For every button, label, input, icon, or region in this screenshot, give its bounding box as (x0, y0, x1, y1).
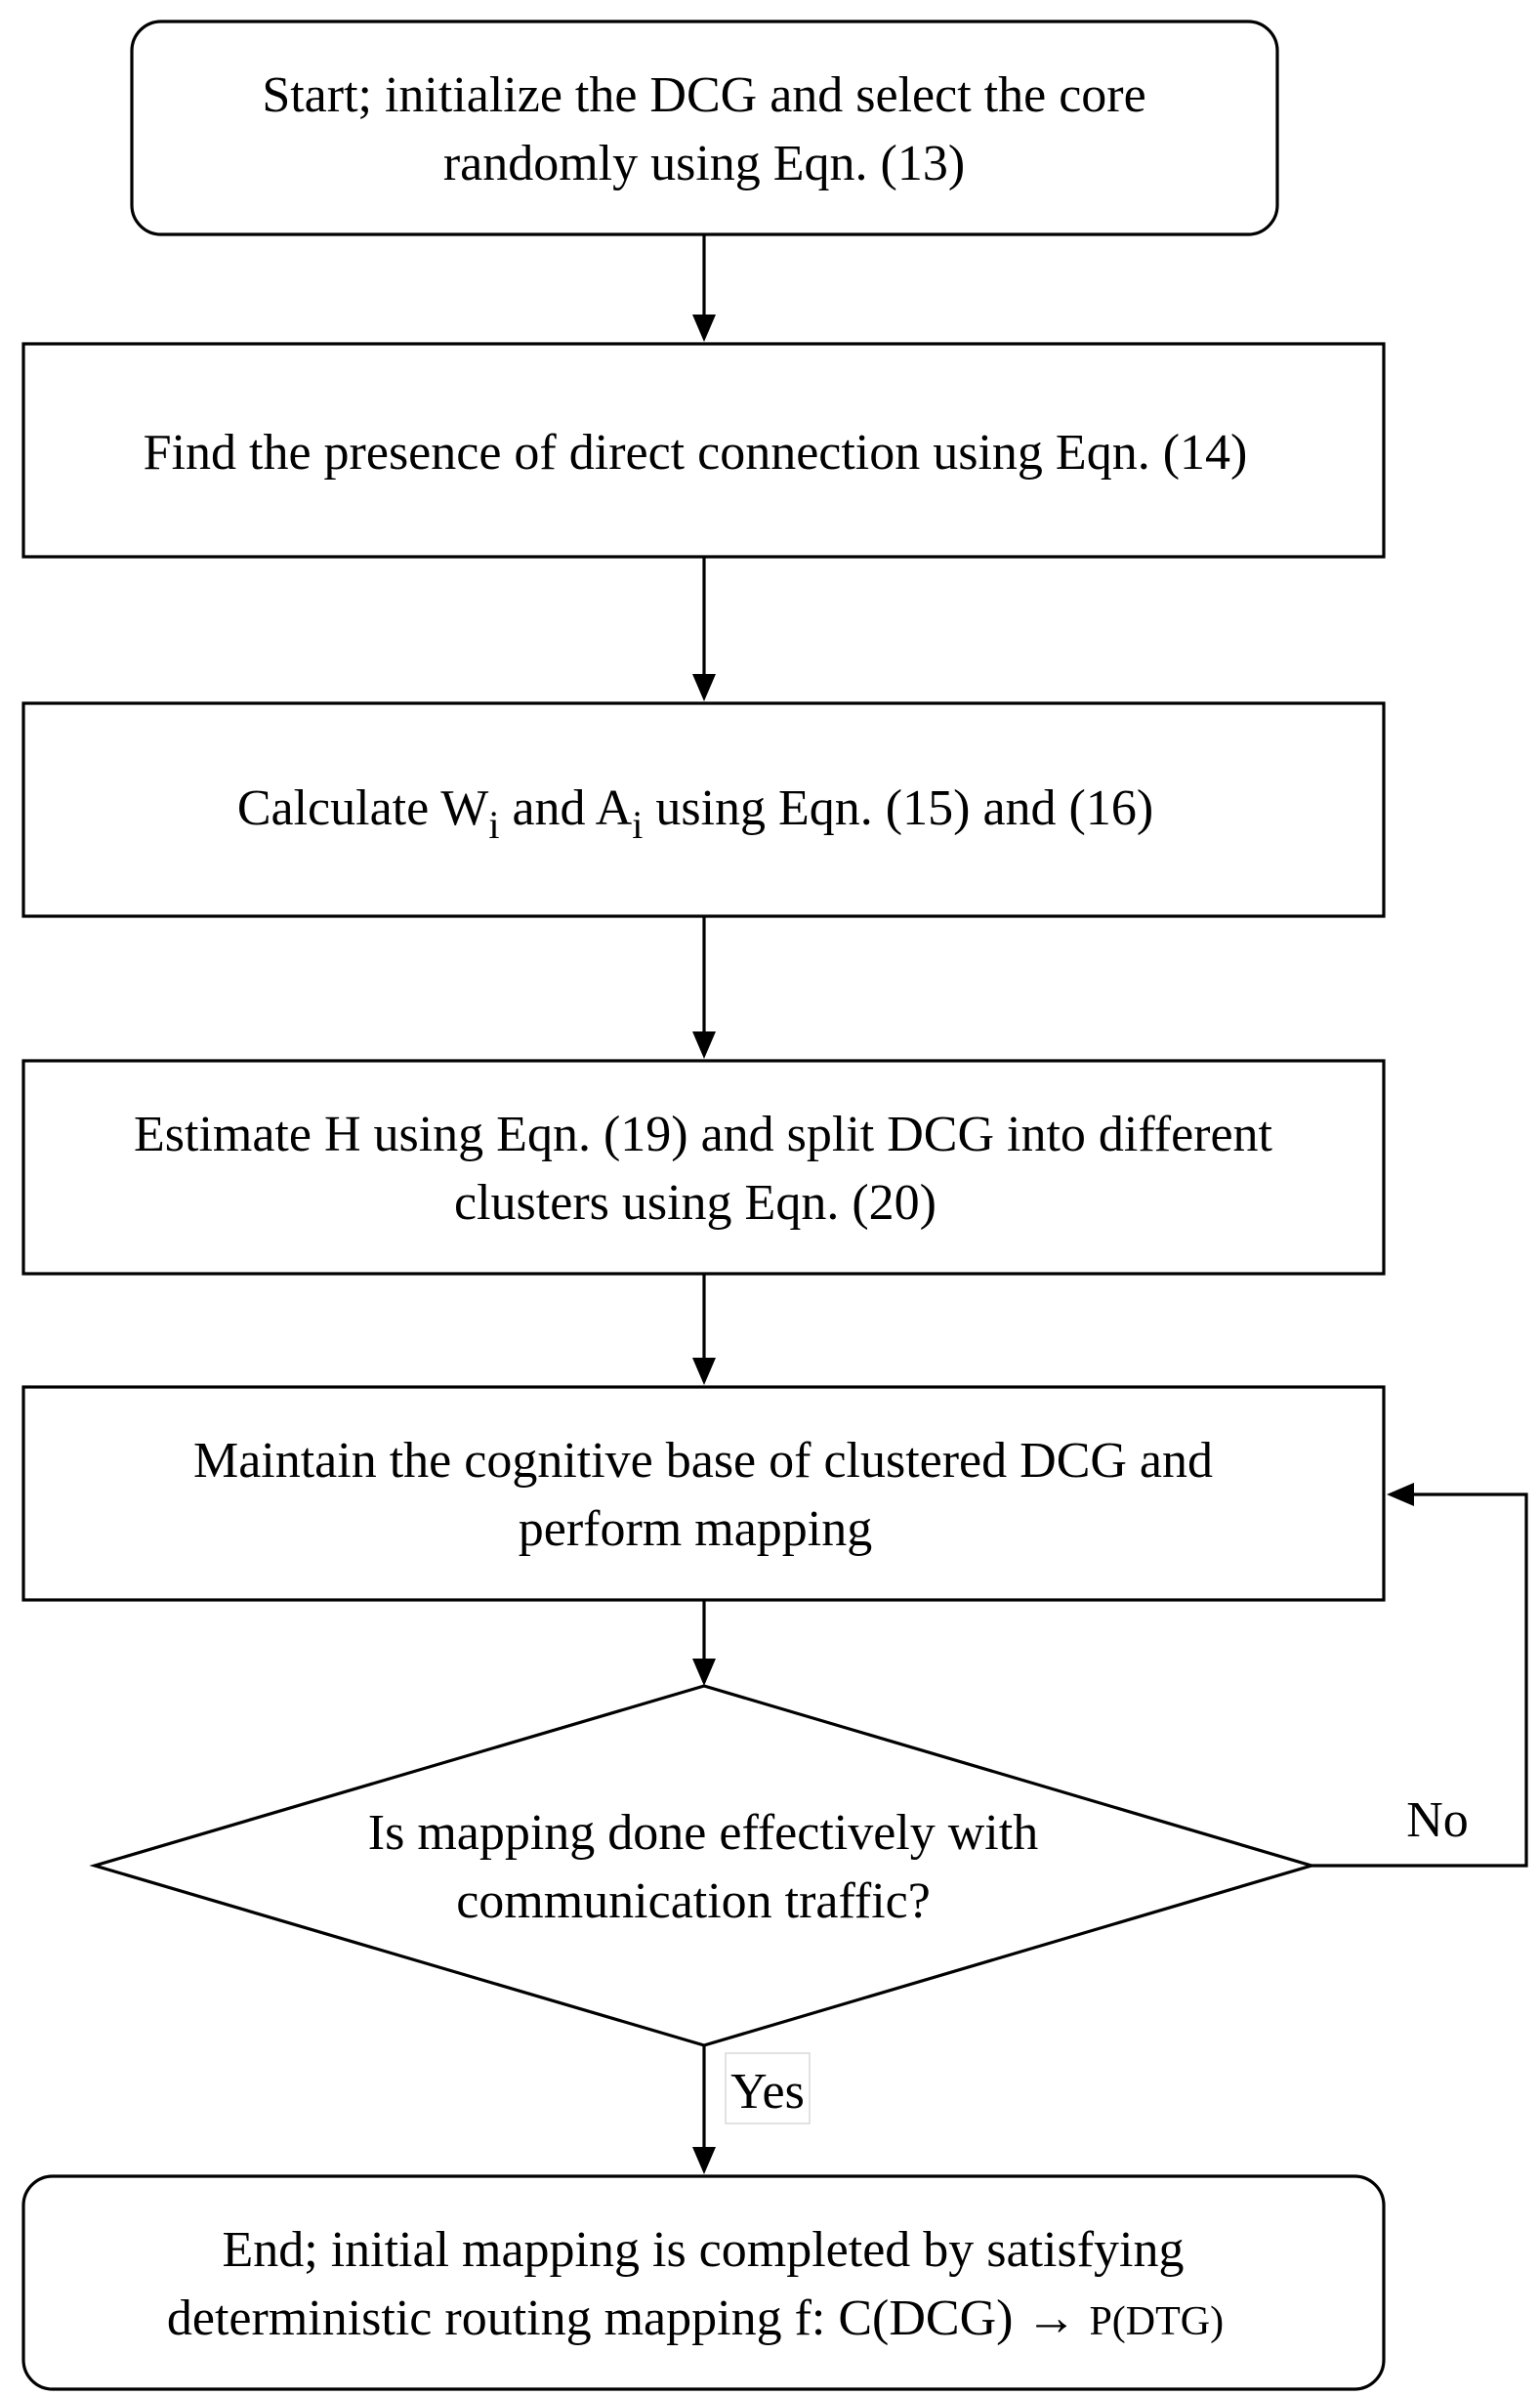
edge-maintain-to-decision (692, 1600, 716, 1686)
process-direct-connection: Find the presence of direct connection u… (21, 342, 1386, 559)
start-node-text-line1: Start; initialize the DCG and select the… (262, 67, 1145, 123)
decision-text-line1: Is mapping done effectively with (368, 1805, 1038, 1861)
decision-text-line2: communication traffic? (456, 1873, 931, 1929)
end-line2-main: deterministic routing mapping f: C(DCG) … (167, 2291, 1090, 2346)
start-node: Start; initialize the DCG and select the… (130, 20, 1279, 236)
calculate-suffix: using Eqn. (15) and (16) (643, 780, 1153, 836)
edge-decision-yes: Yes (692, 2045, 811, 2174)
process-maintain-text-line1: Maintain the cognitive base of clustered… (193, 1433, 1213, 1489)
edge-no-label: No (1406, 1792, 1469, 1848)
edge-direct-connection-to-calculate (692, 557, 716, 701)
process-estimate-clusters: Estimate H using Eqn. (19) and split DCG… (21, 1059, 1386, 1276)
end-node: End; initial mapping is completed by sat… (21, 2174, 1386, 2391)
edge-estimate-to-maintain (692, 1274, 716, 1385)
decision-mapping-effective: Is mapping done effectively with communi… (89, 1684, 1317, 2047)
process-estimate-text-line1: Estimate H using Eqn. (19) and split DCG… (134, 1107, 1273, 1162)
start-node-text-line2: randomly using Eqn. (13) (443, 136, 965, 191)
process-maintain-text-line2: perform mapping (519, 1501, 872, 1557)
edge-yes-label: Yes (730, 2064, 805, 2120)
process-calculate-weights: Calculate Wi and Ai using Eqn. (15) and … (21, 701, 1386, 918)
calculate-middle: and A (499, 780, 632, 836)
process-maintain-mapping: Maintain the cognitive base of clustered… (21, 1385, 1386, 1602)
edge-start-to-direct-connection (692, 234, 716, 342)
process-estimate-text-line2: clusters using Eqn. (20) (454, 1175, 936, 1231)
edge-calculate-to-estimate (692, 916, 716, 1059)
calculate-sub-a: i (632, 803, 643, 847)
process-direct-connection-text: Find the presence of direct connection u… (144, 425, 1248, 481)
calculate-sub-w: i (488, 803, 499, 847)
process-calculate-text: Calculate Wi and Ai using Eqn. (15) and … (237, 780, 1153, 847)
calculate-prefix: Calculate W (237, 780, 489, 836)
end-node-text-line1: End; initial mapping is completed by sat… (223, 2222, 1185, 2278)
end-line2-small: P(DTG) (1089, 2299, 1224, 2344)
end-node-text-line2: deterministic routing mapping f: C(DCG) … (167, 2291, 1224, 2346)
edge-decision-no-loop: No (1311, 1483, 1528, 1868)
